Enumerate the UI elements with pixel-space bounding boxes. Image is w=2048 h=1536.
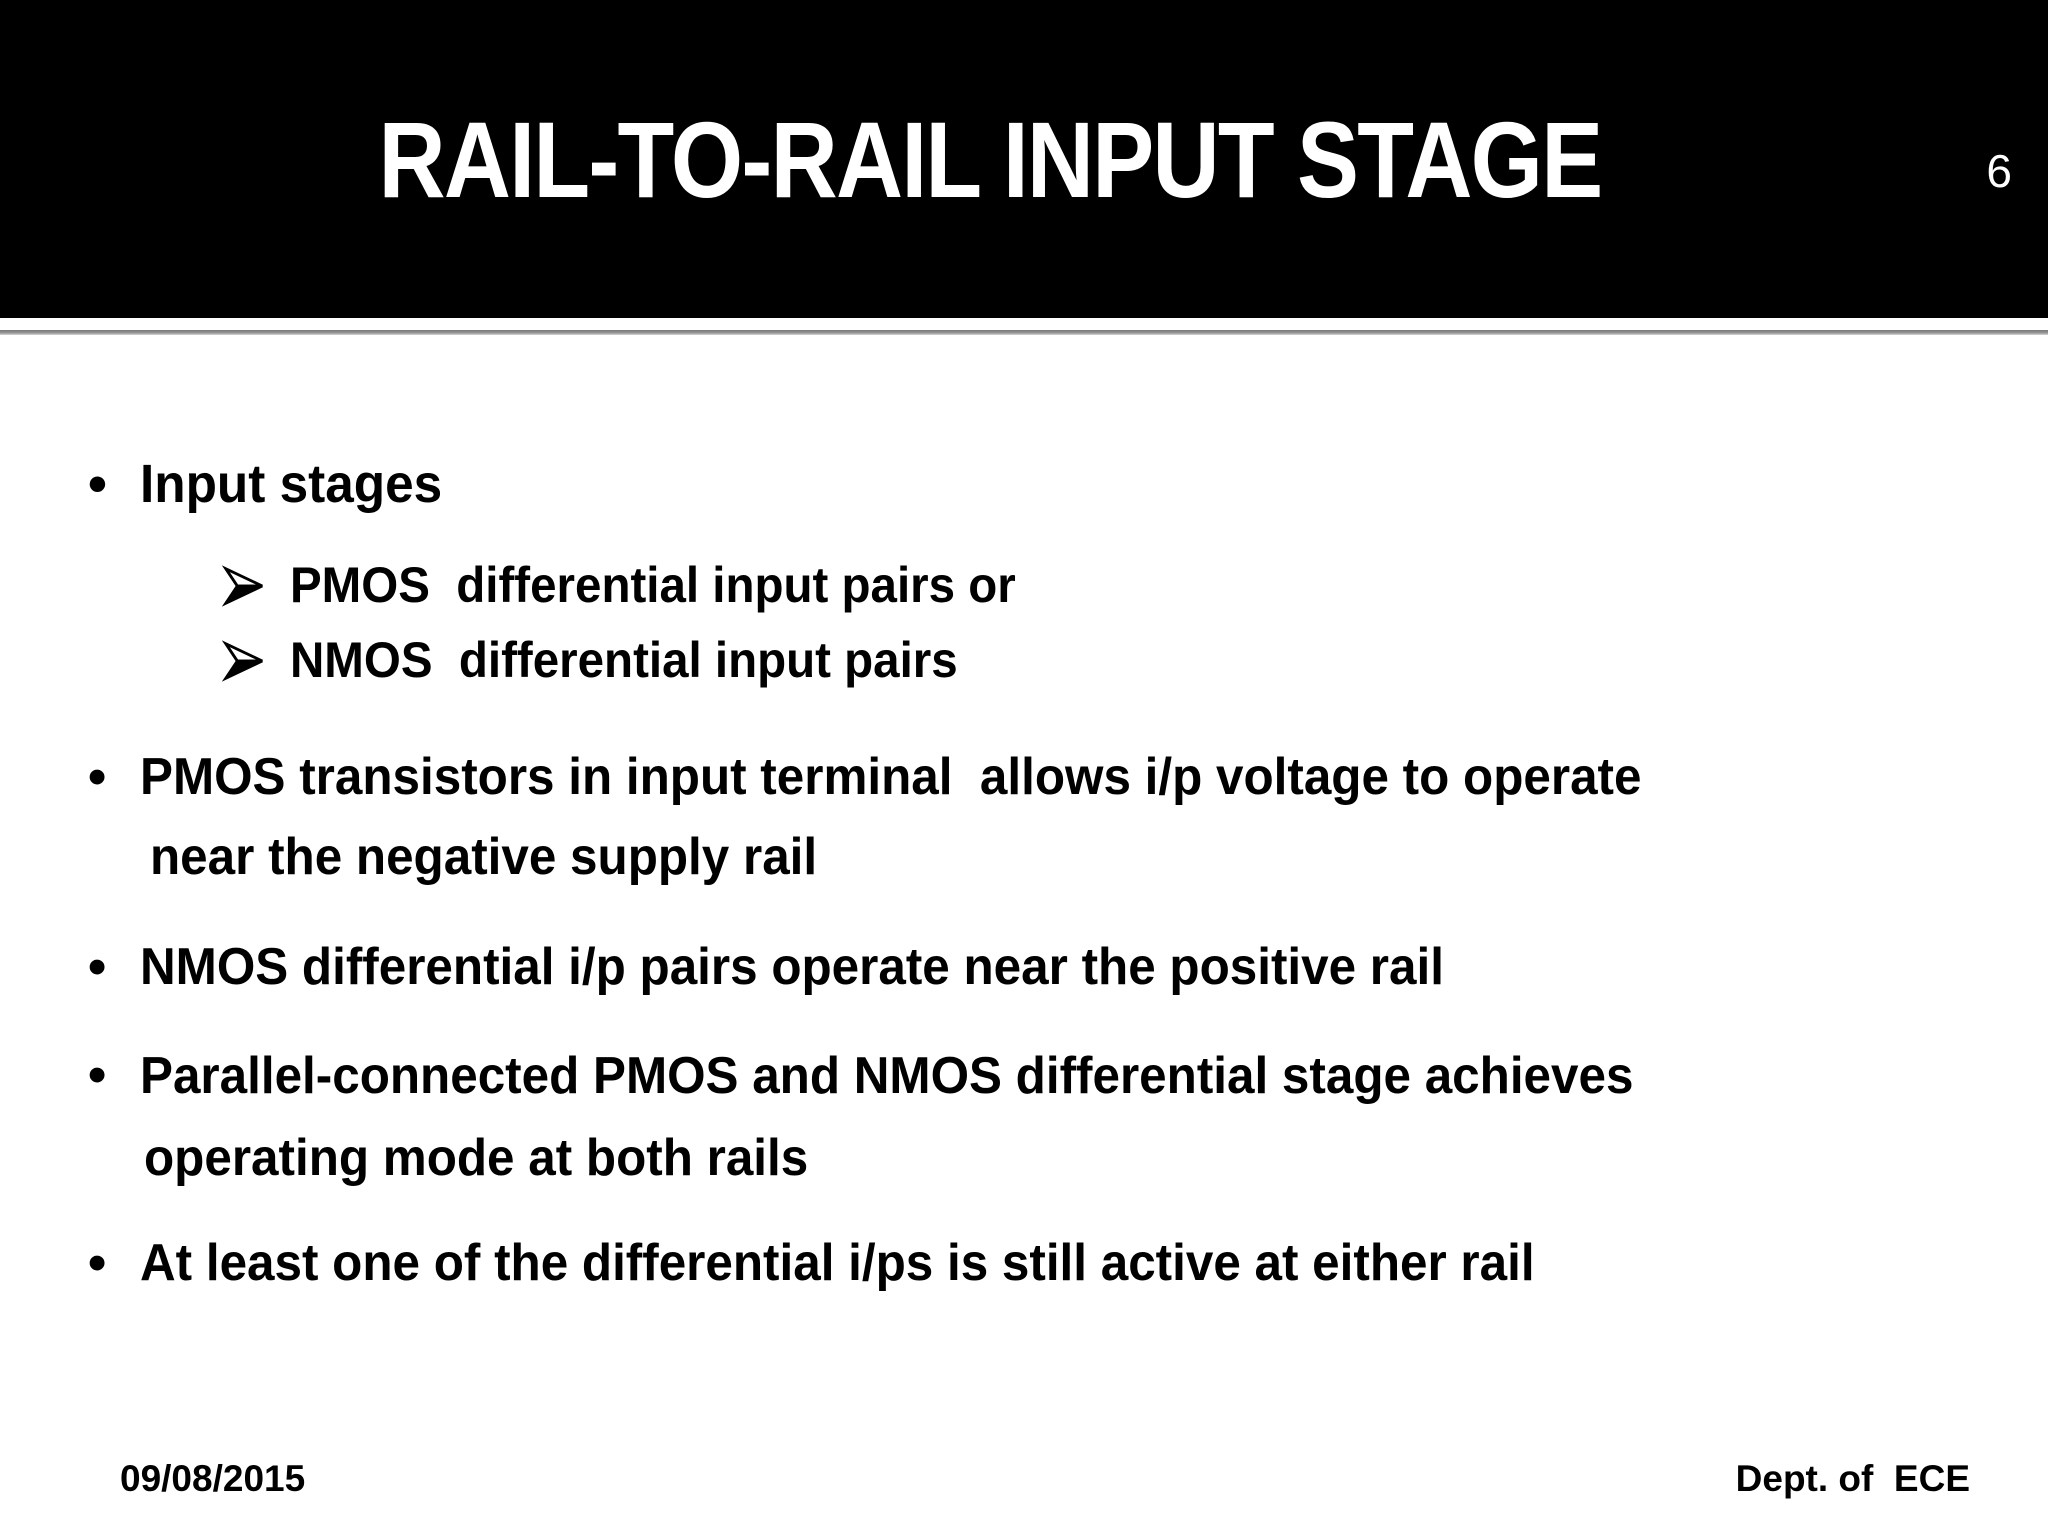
bullet-text-line: Parallel-connected PMOS and NMOS differe… — [140, 1047, 1634, 1105]
bullet-pmos-transistors: • PMOS transistors in input terminal all… — [88, 737, 1721, 897]
bullet-text-line: PMOS differential input pairs or — [290, 557, 1016, 613]
bullet-text-line: Input stages — [140, 454, 443, 514]
dot-bullet-icon: • — [88, 1234, 107, 1292]
dot-bullet-icon: • — [88, 1046, 107, 1104]
subbullet-pmos-pairs: PMOS differential input pairs or — [222, 548, 1054, 623]
bullet-text-line: PMOS transistors in input terminal allow… — [140, 748, 1642, 806]
dot-bullet-icon: • — [88, 748, 107, 806]
bullet-text-line: At least one of the differential i/ps is… — [140, 1234, 1535, 1292]
bullet-nmos-differential: • NMOS differential i/p pairs operate ne… — [88, 927, 1513, 1007]
slide-header: RAIL-TO-RAIL INPUT STAGE — [0, 0, 2048, 318]
bullet-text-line: operating mode at both rails — [144, 1129, 809, 1187]
header-divider-line — [0, 330, 2048, 335]
bullet-text-line: NMOS differential i/p pairs operate near… — [140, 938, 1444, 996]
bullet-input-stages: • Input stages — [88, 444, 458, 524]
arrowhead-right-icon — [222, 623, 290, 698]
page-title: RAIL-TO-RAIL INPUT STAGE — [378, 98, 1604, 220]
footer-date: 09/08/2015 — [120, 1458, 306, 1499]
dot-bullet-icon: • — [88, 454, 107, 514]
dot-bullet-icon: • — [88, 938, 107, 996]
page-number: 6 — [1986, 145, 2012, 197]
footer-department: Dept. of ECE — [1735, 1458, 1970, 1499]
bullet-text-line: near the negative supply rail — [150, 828, 818, 886]
bullet-at-least-one: • At least one of the differential i/ps … — [88, 1223, 1608, 1303]
bullet-parallel-connected: • Parallel-connected PMOS and NMOS diffe… — [88, 1035, 1712, 1199]
subbullet-nmos-pairs: NMOS differential input pairs — [222, 623, 993, 698]
arrowhead-right-icon — [222, 548, 290, 623]
bullet-text-line: NMOS differential input pairs — [290, 632, 958, 688]
